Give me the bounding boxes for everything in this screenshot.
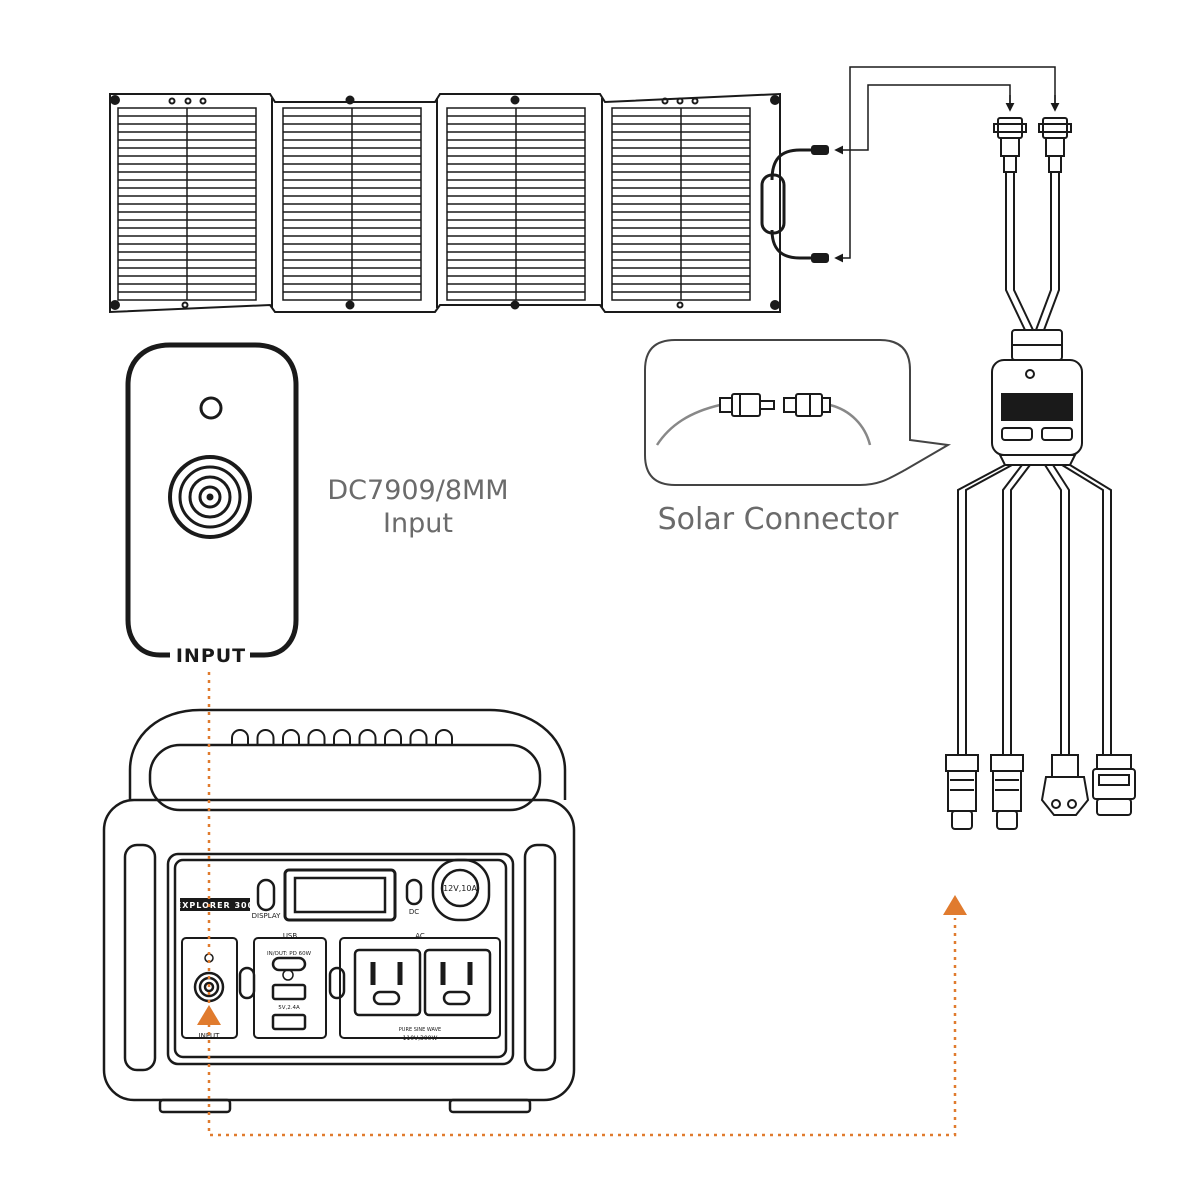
status-led-icon xyxy=(199,396,223,420)
usb-label: USB xyxy=(283,932,298,940)
mc4-connector-icon xyxy=(719,393,831,417)
solar-panel xyxy=(109,92,829,314)
vent-bump xyxy=(409,729,428,745)
input-port-closeup xyxy=(125,342,299,658)
explorer-badge: EXPLORER 300 xyxy=(176,898,254,911)
orange-arrow-icon xyxy=(943,895,967,915)
model-name: EXPLORER 300 xyxy=(176,901,254,910)
vent-bump xyxy=(307,729,326,745)
usba-label: 5V,2.4A xyxy=(278,1005,300,1011)
solar-connector-label: Solar Connector xyxy=(657,502,899,537)
usbc-label: IN/OUT: PD 60W xyxy=(267,951,312,957)
vent-bump xyxy=(384,729,402,745)
vent-bump xyxy=(358,729,377,745)
car-port-rating: 12V,10A xyxy=(443,884,477,893)
vent-bump xyxy=(231,729,249,745)
charging-path xyxy=(197,672,967,1137)
dc7909-port-icon xyxy=(168,455,252,539)
solar-connector-bubble xyxy=(644,339,952,486)
output-plug-1 xyxy=(945,754,979,830)
power-station xyxy=(102,708,576,1114)
dc-input-label-line1: DC7909/8MM xyxy=(327,475,509,506)
dc-input-label-line2: Input xyxy=(383,508,453,539)
splitter-cable xyxy=(945,117,1136,830)
vent-bump xyxy=(333,729,351,745)
ac-rating-label: 110V,300W xyxy=(403,1035,438,1042)
display-button-label: DISPLAY xyxy=(252,912,281,920)
mc4-connector-icon xyxy=(993,117,1027,173)
ac-wave-label: PURE SINE WAVE xyxy=(399,1027,441,1033)
orange-arrow-icon xyxy=(197,1005,221,1025)
dc-button-label: DC xyxy=(409,908,419,916)
panel-to-splitter-arrows xyxy=(834,66,1060,263)
vent-bump xyxy=(282,729,300,745)
mc4-connector-icon xyxy=(1038,117,1072,173)
output-plug-4 xyxy=(1092,754,1136,816)
output-plug-2 xyxy=(990,754,1024,830)
dc-input-label: DC7909/8MM Input xyxy=(300,474,536,540)
vent-bump xyxy=(256,729,275,745)
station-input-label: INPUT xyxy=(199,1032,221,1040)
vent-bump xyxy=(435,729,453,745)
ac-label: AC xyxy=(415,932,425,940)
input-panel-caption: INPUT xyxy=(176,645,246,667)
output-plug-3 xyxy=(1040,754,1090,816)
